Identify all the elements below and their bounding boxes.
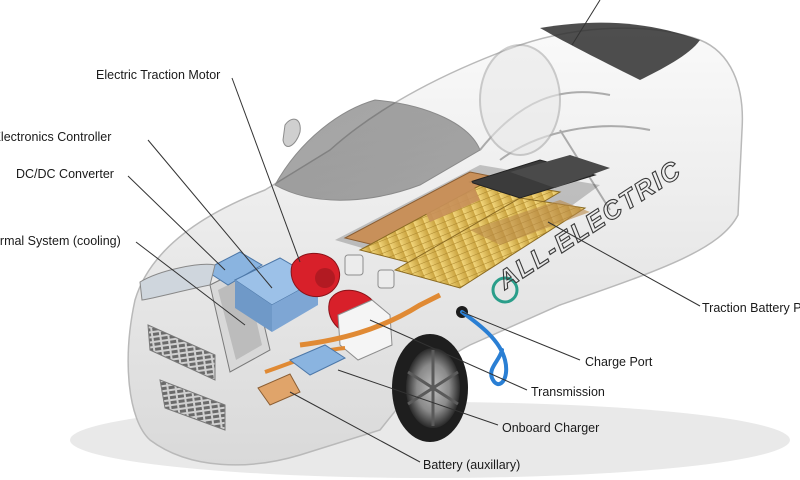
label-aux-battery: Battery (auxillary) [423,458,521,472]
traction-battery-pack [335,155,610,289]
leader-lines [127,0,701,463]
label-transmission: Transmission [531,385,605,399]
label-power-electronics-controller: er Electronics Controller [0,130,112,144]
label-charge-port: Charge Port [585,355,653,369]
front-grille [147,324,216,381]
label-electric-traction-motor: Electric Traction Motor [96,68,221,82]
leader-battery [547,221,701,307]
leader-aux [289,391,421,463]
headlight [139,263,216,301]
leader-trans [369,319,528,391]
leader-roof [571,0,601,46]
label-traction-battery-pack: Traction Battery P [702,301,800,315]
leader-port [461,311,581,361]
windshield [274,99,481,201]
leader-charger [337,369,499,426]
leader-thermal [135,241,246,326]
side-mirror [282,118,301,147]
lower-grille [159,379,226,431]
interior-frame [479,44,651,211]
front-wheel [392,334,468,442]
sunroof-strip [540,22,700,80]
dcdc-converter [204,251,263,286]
aux-battery-box [289,344,347,376]
label-thermal-system: hermal System (cooling) [0,234,121,248]
leader-motor [231,77,301,263]
leader-dcdc [127,175,226,271]
leader-pec [147,139,273,289]
label-dcdc-converter: DC/DC Converter [16,167,114,181]
label-onboard-charger: Onboard Charger [502,421,600,435]
front-components [204,251,442,406]
